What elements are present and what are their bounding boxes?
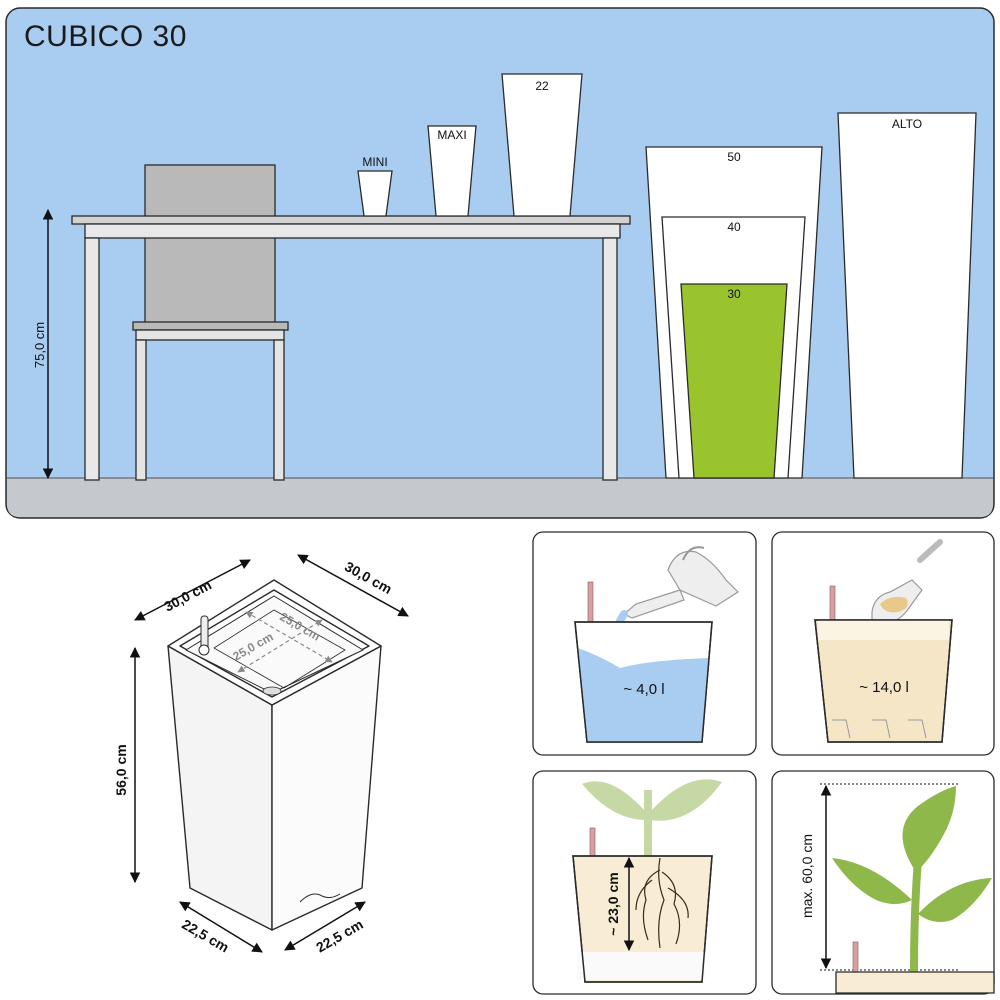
water-volume-label: ~ 4,0 l: [623, 681, 664, 698]
root-depth-label: ~ 23,0 cm: [605, 872, 621, 935]
floor: [7, 478, 993, 517]
pot-22-label: 22: [535, 79, 549, 93]
watering-can-icon: [622, 546, 739, 619]
dim-bottom-left: 22,5 cm: [179, 916, 231, 956]
trowel-icon: [871, 539, 943, 626]
pot-alto: ALTO: [837, 112, 977, 479]
pot-40-label: 40: [727, 220, 741, 234]
max-height-label: max. 60,0 cm: [799, 834, 815, 918]
table-height-dimension: 75,0 cm: [32, 208, 54, 480]
pot-maxi-label: MAXI: [437, 128, 466, 142]
plant-icon: [832, 786, 992, 973]
roots-icon: [635, 857, 689, 949]
pot-30-label: 30: [727, 287, 741, 301]
pot-30-highlighted: 30: [680, 283, 788, 479]
pot-50-label: 50: [727, 150, 741, 164]
dim-bottom-right: 22,5 cm: [313, 916, 365, 956]
pot-mini-label: MINI: [362, 155, 387, 169]
dim-height: 56,0 cm: [113, 744, 129, 795]
dim-top-left: 30,0 cm: [161, 576, 214, 614]
seedling-icon: [582, 779, 722, 858]
pot-22: 22: [501, 73, 583, 217]
cubico-3d-drawing: [167, 579, 382, 931]
pot-maxi: MAXI: [427, 125, 477, 217]
panel-roots: ~ 23,0 cm: [532, 770, 757, 995]
table: [71, 215, 631, 481]
panel-soil: ~ 14,0 l: [771, 531, 995, 756]
pot-mini: MINI: [357, 155, 393, 217]
panel-water: ~ 4,0 l: [532, 531, 757, 756]
page-title: CUBICO 30: [24, 20, 187, 53]
chair: [132, 164, 289, 481]
dim-top-right: 30,0 cm: [342, 558, 395, 597]
soil-volume-label: ~ 14,0 l: [859, 679, 909, 696]
table-height-label: 75,0 cm: [32, 322, 47, 368]
panel-max-height: max. 60,0 cm: [771, 770, 995, 995]
pot-alto-label: ALTO: [892, 117, 922, 131]
